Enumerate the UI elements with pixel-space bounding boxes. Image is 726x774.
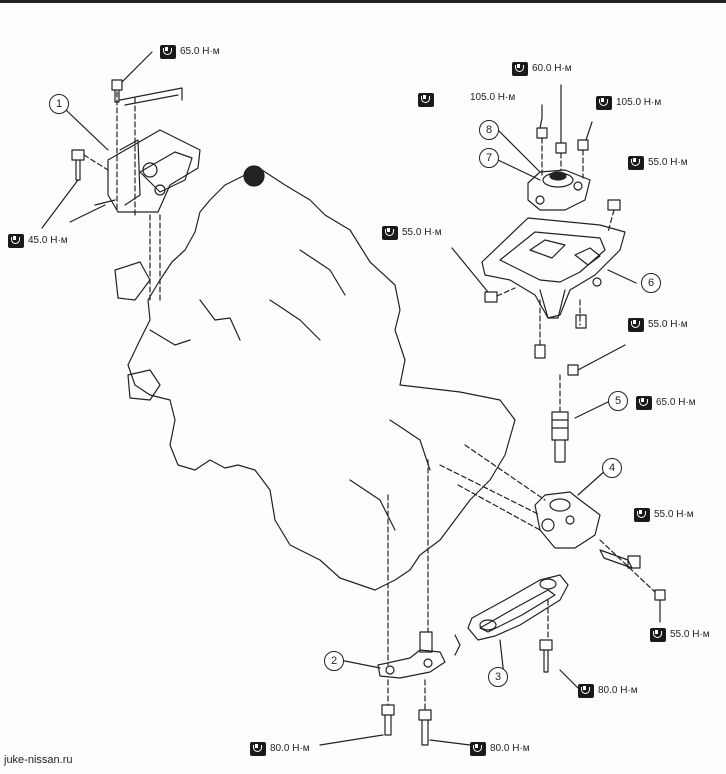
torque-wrench-icon (636, 396, 652, 410)
torque-wrench-icon (650, 628, 666, 642)
torque-label: 55.0 Н·м (628, 318, 688, 332)
torque-wrench-icon (512, 62, 528, 76)
torque-label: 55.0 Н·м (650, 628, 710, 642)
torque-label: 55.0 Н·м (634, 508, 694, 522)
part-2-bracket (319, 459, 471, 746)
torque-wrench-icon (628, 156, 644, 170)
torque-wrench-icon (628, 318, 644, 332)
torque-label: 65.0 Н·м (160, 45, 220, 59)
torque-wrench-icon (634, 508, 650, 522)
part-6-bracket (481, 199, 626, 376)
callout-3: 3 (488, 667, 508, 687)
torque-label: 55.0 Н·м (628, 156, 688, 170)
engine-detail (149, 249, 431, 531)
torque-wrench-icon (596, 96, 612, 110)
engine-lower-left-bracket (114, 261, 151, 301)
callout-1: 1 (49, 94, 69, 114)
callout-7: 7 (479, 148, 499, 168)
torque-wrench-icon (418, 93, 434, 107)
engine-left-lug (127, 369, 161, 401)
torque-label: 65.0 Н·м (636, 396, 696, 410)
part-5-stud (551, 374, 569, 463)
part-7-8-insulator (527, 84, 593, 211)
callout-5: 5 (608, 391, 628, 411)
watermark: juke-nissan.ru (4, 754, 73, 766)
callout-8: 8 (479, 120, 499, 140)
torque-wrench-icon (470, 742, 486, 756)
torque-wrench-icon (578, 684, 594, 698)
front-mark (243, 165, 265, 187)
callout-2: 2 (324, 651, 344, 671)
torque-wrench-icon (250, 742, 266, 756)
torque-label: 55.0 Н·м (382, 226, 442, 240)
torque-label: 45.0 Н·м (8, 234, 68, 248)
top-rule (0, 0, 726, 3)
torque-label: 80.0 Н·м (578, 684, 638, 698)
part-4-mount (439, 444, 666, 623)
part-3-rod (467, 574, 579, 689)
torque-label: 80.0 Н·м (470, 742, 530, 756)
torque-label: 105.0 Н·м (596, 96, 661, 110)
engine-outline (127, 169, 516, 591)
torque-label: 105.0 Н·м (470, 92, 516, 103)
part-1-mount (69, 79, 201, 301)
torque-wrench-icon (160, 45, 176, 59)
callout-4: 4 (602, 458, 622, 478)
torque-label: 60.0 Н·м (512, 62, 572, 76)
callout-6: 6 (641, 273, 661, 293)
torque-wrench-icon (382, 226, 398, 240)
torque-label: 80.0 Н·м (250, 742, 310, 756)
torque-wrench-icon (8, 234, 24, 248)
